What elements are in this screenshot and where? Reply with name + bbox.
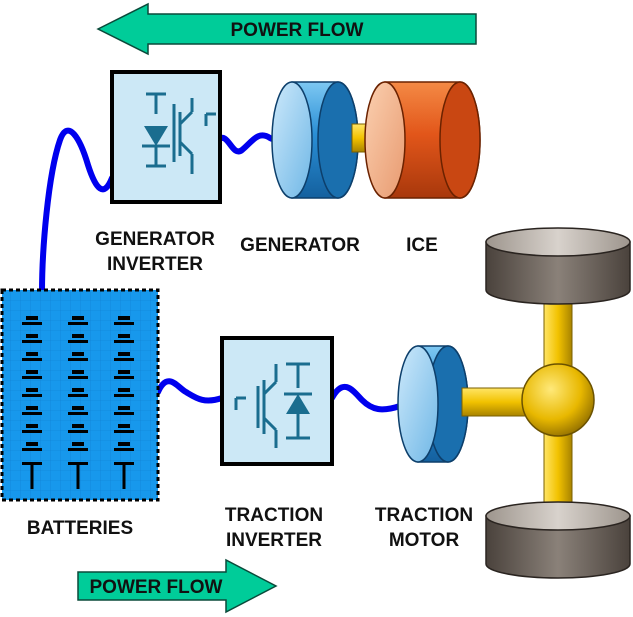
bottom-power-flow-arrow: POWER FLOW bbox=[77, 558, 278, 614]
differential bbox=[521, 363, 595, 437]
ice-engine bbox=[364, 81, 481, 199]
battery-pack bbox=[0, 288, 160, 502]
traction-inverter-igbt-diode-icon bbox=[234, 362, 312, 448]
ice-label: ICE bbox=[406, 235, 438, 256]
traction-inverter-label-line1: TRACTION bbox=[225, 505, 323, 526]
motor-shaft bbox=[461, 387, 533, 417]
battery-stack-icon bbox=[22, 316, 134, 489]
lower-half-shaft bbox=[543, 431, 573, 513]
traction-motor bbox=[397, 345, 469, 463]
generator-inverter-label-line2: INVERTER bbox=[107, 254, 203, 275]
generator-label: GENERATOR bbox=[240, 235, 360, 256]
lower-wheel bbox=[485, 501, 631, 579]
bottom-power-flow-label: POWER FLOW bbox=[90, 577, 223, 598]
battery-to-generator-inverter-cable bbox=[39, 127, 115, 295]
generator-inverter-label-line1: GENERATOR bbox=[95, 229, 215, 250]
top-power-flow-label: POWER FLOW bbox=[231, 20, 364, 41]
traction-inverter bbox=[220, 336, 334, 466]
generator-inverter bbox=[110, 70, 222, 204]
traction-inverter-to-motor-cable bbox=[329, 383, 403, 413]
top-power-flow-arrow: POWER FLOW bbox=[96, 2, 477, 56]
traction-motor-label-line2: MOTOR bbox=[389, 530, 460, 551]
traction-motor-label-line1: TRACTION bbox=[375, 505, 473, 526]
upper-wheel bbox=[485, 227, 631, 305]
batteries-label: BATTERIES bbox=[27, 518, 133, 539]
drive-axle-assembly bbox=[461, 227, 631, 579]
generator bbox=[271, 81, 359, 199]
battery-to-traction-inverter-cable bbox=[155, 378, 225, 404]
generator-inverter-igbt-diode-icon bbox=[142, 92, 216, 174]
traction-inverter-label-line2: INVERTER bbox=[226, 530, 322, 551]
